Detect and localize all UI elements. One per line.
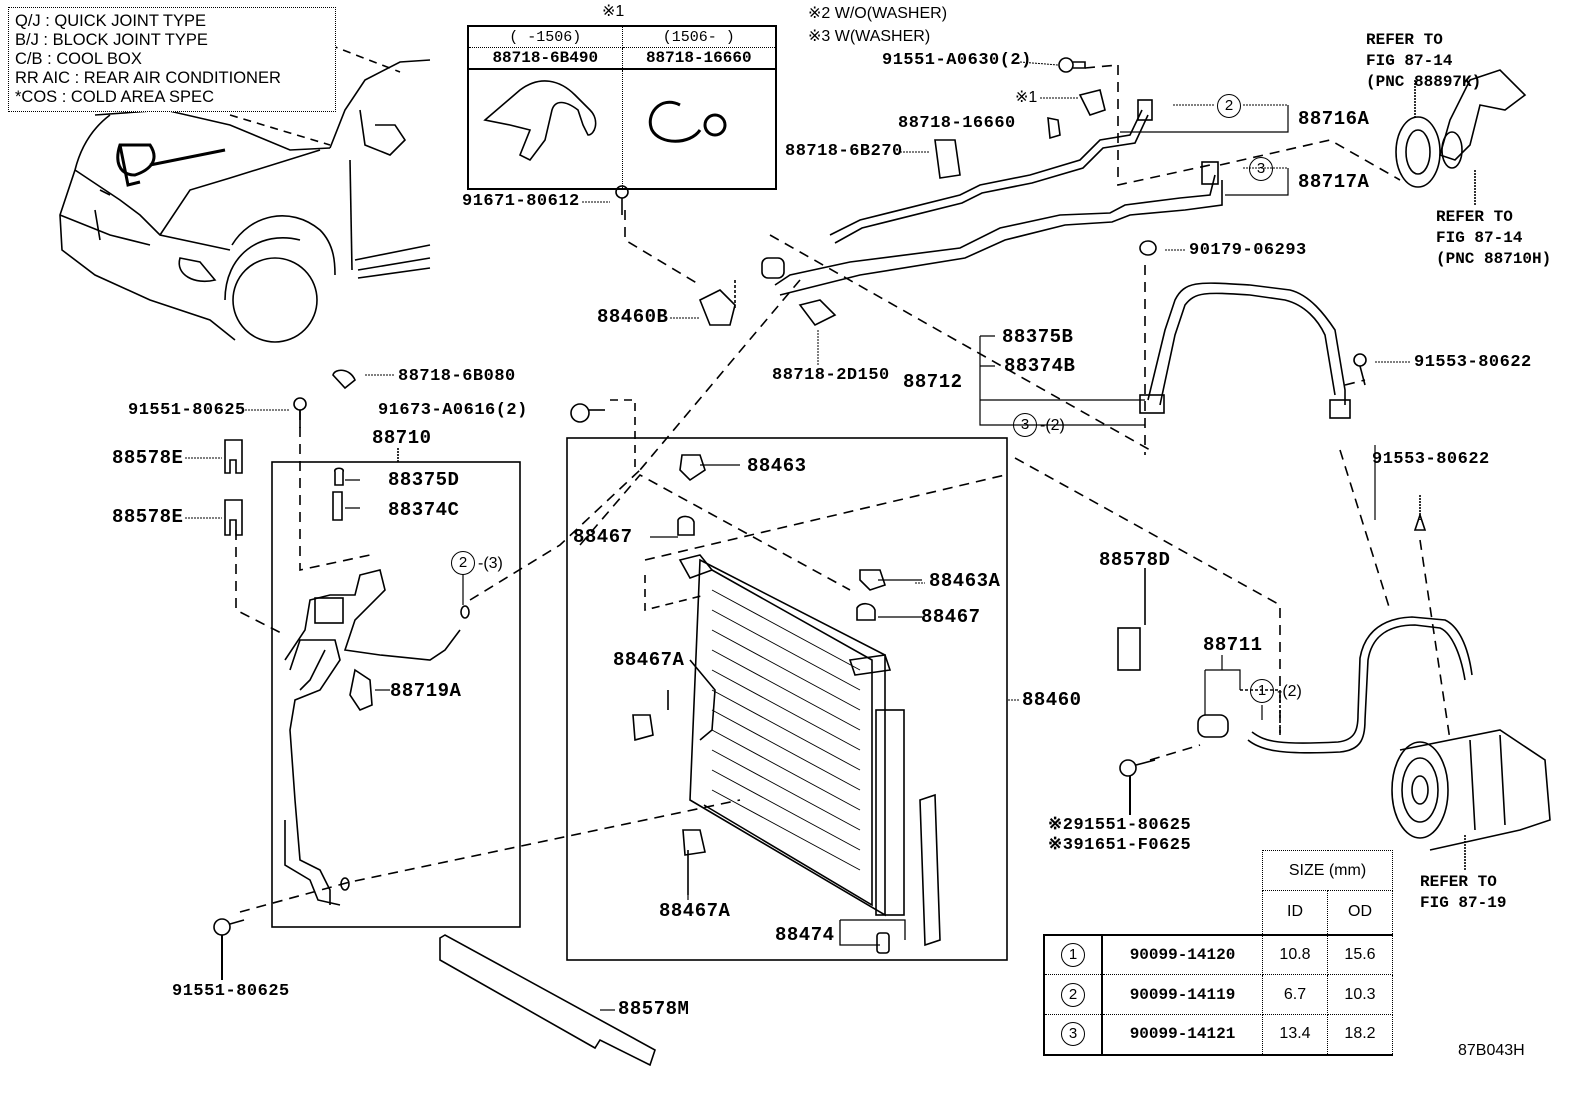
tube-88710 [284, 569, 461, 906]
part-label[interactable]: ※391651-F0625 [1048, 836, 1192, 855]
legend-line: *COS : COLD AREA SPEC [15, 88, 214, 106]
col-id-header: ID [1262, 890, 1328, 935]
clip-part-number[interactable]: 88718-6B490 [467, 47, 623, 70]
o-ring-id: 13.4 [1262, 1014, 1328, 1055]
part-label[interactable]: 88718-16660 [898, 114, 1016, 133]
o-ring-od: 18.2 [1327, 1014, 1393, 1055]
o-ring-ref-2: 2 [451, 551, 475, 575]
o-ring-ref-1: 1 [1250, 679, 1274, 703]
o-ring-qty: -(2) [1277, 683, 1302, 700]
compressor-illustration [1391, 729, 1551, 870]
part-label[interactable]: 88717A [1298, 171, 1370, 193]
part-label[interactable]: 88467A [613, 649, 685, 671]
abbreviation-legend: Q/J : QUICK JOINT TYPE B/J : BLOCK JOINT… [8, 7, 336, 112]
note2-without-washer: ※2 W/O(WASHER) [808, 5, 948, 22]
clip-part-number[interactable]: 88718-16660 [621, 47, 777, 70]
o-ring-part-number[interactable]: 90099-14121 [1101, 1014, 1263, 1055]
part-label[interactable]: 88711 [1203, 634, 1263, 656]
part-label[interactable]: 91673-A0616(2) [378, 401, 528, 420]
clip-variant-table: ( -1506) (1506- ) 88718-6B490 88718-1666… [467, 25, 777, 190]
o-ring-qty: -(3) [478, 555, 503, 572]
insulator-88578D-shape [1117, 627, 1141, 671]
o-ring-od: 15.6 [1327, 934, 1393, 975]
part-label[interactable]: 91671-80612 [462, 192, 580, 211]
insulator-bar-88578M [439, 934, 656, 1067]
group-box-88710 [271, 461, 521, 928]
part-label[interactable]: 91551-80625 [172, 982, 290, 1001]
o-ring-od: 10.3 [1327, 974, 1393, 1015]
part-label[interactable]: 91551-A0630(2) [882, 51, 1032, 70]
legend-line: B/J : BLOCK JOINT TYPE [15, 31, 208, 49]
note3-with-washer: ※3 W(WASHER) [808, 28, 931, 45]
condenser-illustration [678, 554, 905, 917]
refer-to-fig-87-14-88710H[interactable]: REFER TO FIG 87-14 (PNC 88710H) [1436, 208, 1552, 268]
part-label[interactable]: 88719A [390, 680, 462, 702]
hose-88711 [1247, 616, 1473, 754]
part-label[interactable]: 88712 [903, 371, 963, 393]
part-label[interactable]: 88374B [1004, 355, 1076, 377]
suction-hose-88716A [829, 109, 1149, 244]
part-label[interactable]: 88718-6B270 [785, 142, 903, 161]
legend-line: Q/J : QUICK JOINT TYPE [15, 12, 207, 30]
part-label[interactable]: 88374C [388, 499, 460, 521]
o-ring-ref-3: 3 [1249, 157, 1273, 181]
part-label[interactable]: 88460 [1022, 689, 1082, 711]
clip-image-cell [621, 68, 777, 190]
part-label[interactable]: 88467 [921, 606, 981, 628]
clip-image-cell [467, 68, 623, 190]
discharge-hose-88717A [774, 99, 1223, 296]
part-label[interactable]: 88474 [775, 924, 835, 946]
part-label[interactable]: 88578E [112, 506, 184, 528]
table-row: 1 90099-14120 10.8 15.6 [1043, 934, 1393, 975]
ref-circle: 1 [1061, 942, 1085, 967]
o-ring-id: 10.8 [1262, 934, 1328, 975]
o-ring-ref-3: 3 [1013, 413, 1037, 437]
part-label[interactable]: 91553-80622 [1372, 450, 1490, 469]
o-ring-size-table: SIZE (mm) ID OD 1 90099-14120 10.8 15.6 … [1043, 850, 1393, 1056]
note1-title: ※1 [602, 3, 625, 20]
refer-to-fig-87-19[interactable]: REFER TO FIG 87-19 [1420, 873, 1507, 912]
part-label[interactable]: 88375D [388, 469, 460, 491]
figure-id: 87B043H [1458, 1042, 1525, 1059]
table-row: 2 90099-14119 6.7 10.3 [1043, 974, 1393, 1015]
legend-line: C/B : COOL BOX [15, 50, 142, 68]
col-od-header: OD [1327, 890, 1393, 935]
part-label[interactable]: 88463A [929, 570, 1001, 592]
part-label[interactable]: 88467A [659, 900, 731, 922]
part-label[interactable]: 88460B [597, 306, 669, 328]
o-ring-ref-2: 2 [1217, 94, 1241, 118]
note1-ref: ※1 [1015, 89, 1038, 106]
legend-line: RR AIC : REAR AIR CONDITIONER [15, 69, 281, 87]
part-label[interactable]: 88467 [573, 526, 633, 548]
size-header: SIZE (mm) [1262, 850, 1393, 891]
group-box-88460 [566, 437, 1008, 961]
o-ring-part-number[interactable]: 90099-14120 [1101, 934, 1263, 975]
clip-date-range: ( -1506) [467, 25, 623, 48]
part-label[interactable]: 88718-2D150 [772, 366, 890, 385]
o-ring-id: 6.7 [1262, 974, 1328, 1015]
part-label[interactable]: 88710 [372, 427, 432, 449]
part-label[interactable]: 91551-80625 [128, 401, 246, 420]
part-label[interactable]: 88463 [747, 455, 807, 477]
table-row: 3 90099-14121 13.4 18.2 [1043, 1014, 1393, 1055]
part-label[interactable]: 91553-80622 [1414, 353, 1532, 372]
part-label[interactable]: ※291551-80625 [1048, 816, 1192, 835]
clip-date-range: (1506- ) [621, 25, 777, 48]
part-label[interactable]: 88718-6B080 [398, 367, 516, 386]
part-label[interactable]: 88578D [1099, 549, 1171, 571]
o-ring-qty: -(2) [1040, 417, 1065, 434]
o-ring-part-number[interactable]: 90099-14119 [1101, 974, 1263, 1015]
part-label[interactable]: 90179-06293 [1189, 241, 1307, 260]
ref-circle: 2 [1061, 982, 1085, 1007]
hose-88712 [1139, 282, 1351, 419]
part-label[interactable]: 88578E [112, 447, 184, 469]
part-label[interactable]: 88578M [618, 998, 690, 1020]
ref-circle: 3 [1061, 1022, 1085, 1047]
part-label[interactable]: 88375B [1002, 326, 1074, 348]
compressor-seal-ring [1395, 116, 1441, 188]
part-label[interactable]: 88716A [1298, 108, 1370, 130]
refer-to-fig-87-14-88897K[interactable]: REFER TO FIG 87-14 (PNC 88897K) [1366, 31, 1482, 91]
